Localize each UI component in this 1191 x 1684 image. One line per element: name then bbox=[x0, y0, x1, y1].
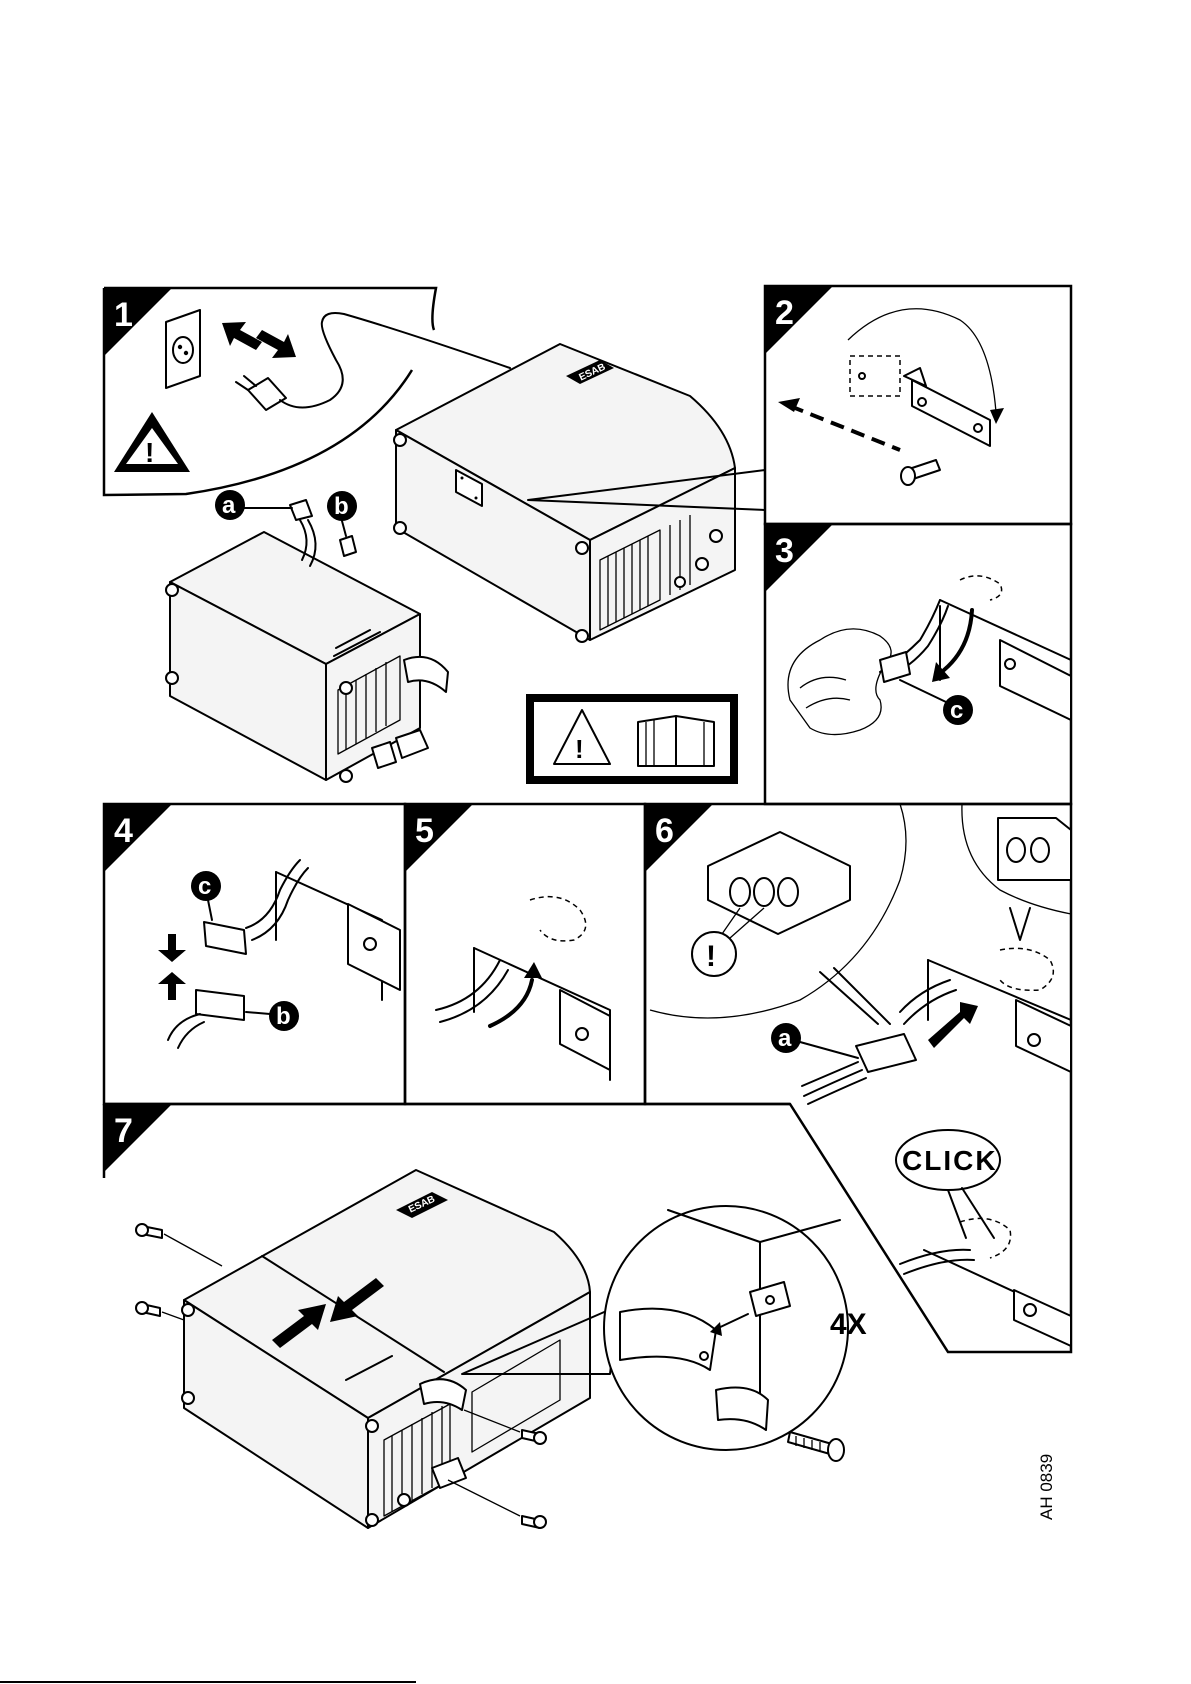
cooling-unit bbox=[166, 500, 448, 782]
panel-4-content: c b bbox=[158, 860, 400, 1048]
svg-text:7: 7 bbox=[114, 1112, 133, 1150]
svg-text:!: ! bbox=[706, 940, 716, 973]
panel-6-content: ! a bbox=[650, 804, 1071, 1104]
read-manual-notice: ! bbox=[526, 694, 738, 784]
svg-text:2: 2 bbox=[775, 294, 794, 332]
callout-b-panel-1: b bbox=[327, 491, 357, 536]
step-badge-4: 4 bbox=[104, 804, 172, 872]
screw-icon bbox=[448, 1480, 546, 1528]
screw-icon bbox=[788, 1432, 844, 1461]
svg-text:!: ! bbox=[145, 437, 154, 468]
svg-text:c: c bbox=[198, 873, 211, 900]
welding-machine-unit: ESAB bbox=[394, 344, 765, 642]
step-badge-1: 1 bbox=[104, 288, 172, 356]
screw-icon bbox=[136, 1224, 222, 1266]
svg-text:a: a bbox=[778, 1025, 792, 1052]
warning-triangle-icon: ! bbox=[114, 412, 190, 472]
wall-socket-icon bbox=[166, 310, 200, 388]
svg-text:4: 4 bbox=[114, 812, 133, 850]
screw-icon bbox=[136, 1302, 184, 1320]
panel-5-content bbox=[436, 897, 610, 1080]
svg-text:b: b bbox=[276, 1003, 291, 1030]
callout-a-panel-1: a bbox=[215, 490, 292, 520]
svg-text:!: ! bbox=[575, 734, 584, 764]
arrow-icon bbox=[222, 322, 296, 358]
step-badge-7: 7 bbox=[104, 1104, 172, 1172]
step-badge-2: 2 bbox=[765, 286, 833, 354]
step-badge-5: 5 bbox=[405, 804, 473, 872]
svg-text:b: b bbox=[334, 493, 349, 520]
screw-icon bbox=[901, 460, 940, 485]
step-badge-3: 3 bbox=[765, 524, 833, 592]
svg-text:5: 5 bbox=[415, 812, 434, 850]
svg-text:4X: 4X bbox=[830, 1308, 867, 1341]
panel-3-content: c bbox=[788, 576, 1071, 735]
svg-text:1: 1 bbox=[114, 296, 133, 334]
svg-text:CLICK: CLICK bbox=[902, 1145, 998, 1176]
step-badge-6: 6 bbox=[645, 804, 713, 872]
panel-7-content: ESAB bbox=[136, 1170, 867, 1528]
svg-text:3: 3 bbox=[775, 532, 794, 570]
panel-2-content bbox=[778, 309, 1004, 485]
svg-text:6: 6 bbox=[655, 812, 674, 850]
svg-text:c: c bbox=[950, 697, 963, 724]
svg-text:a: a bbox=[222, 492, 236, 519]
figure-reference: AH 0839 bbox=[1037, 1454, 1056, 1520]
